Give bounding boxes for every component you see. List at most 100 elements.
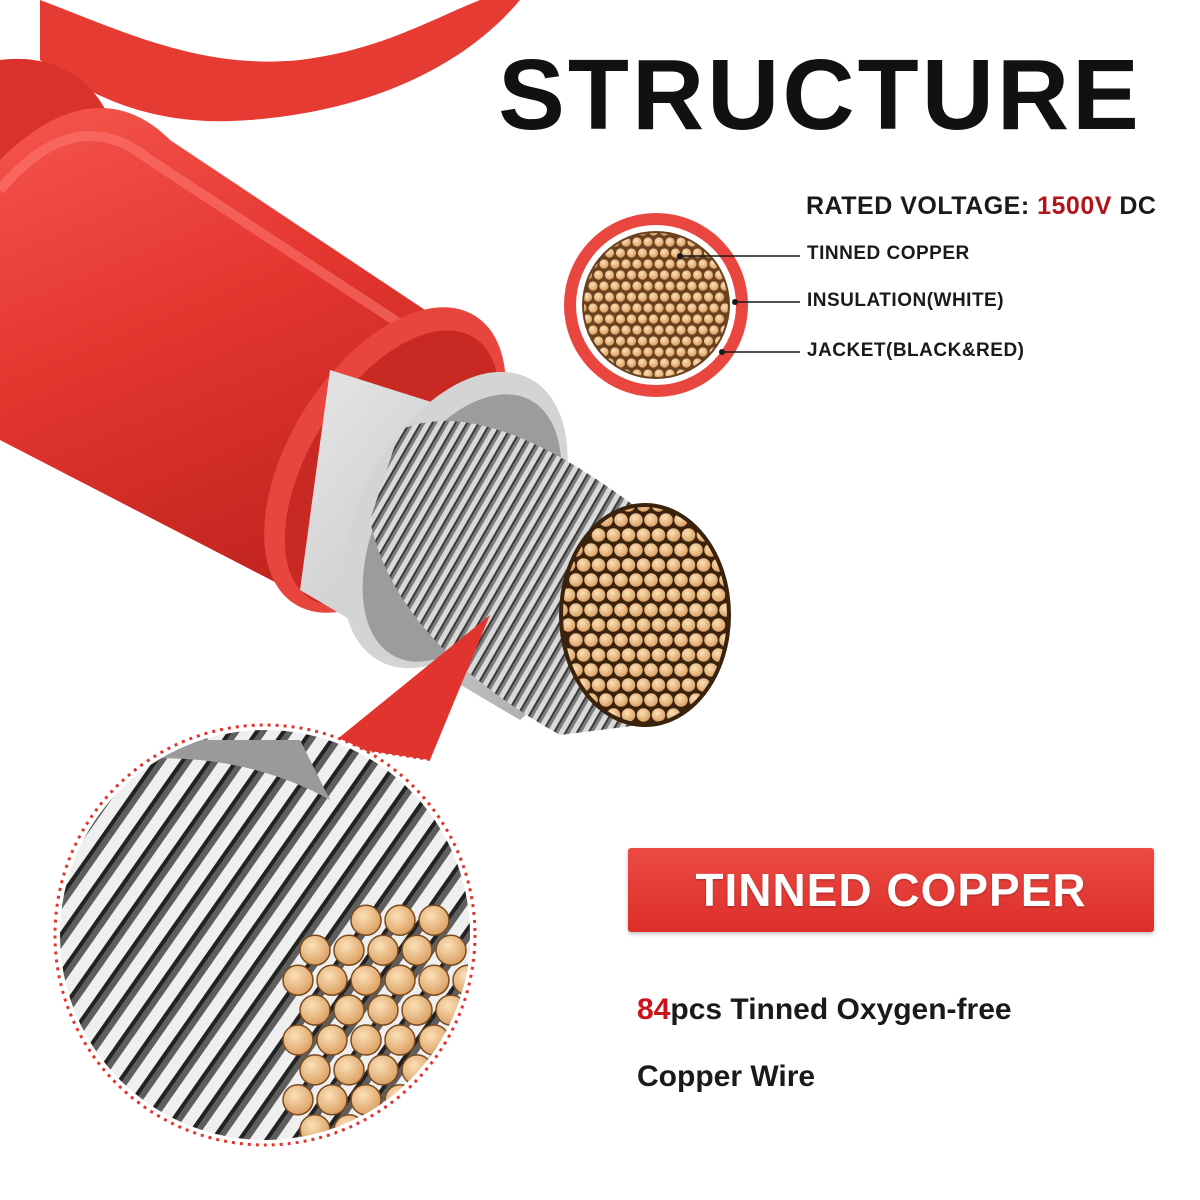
copper-strand (709, 303, 719, 313)
copper-strand (689, 663, 703, 677)
copper-strand-zoomed (367, 1054, 399, 1086)
copper-strand (615, 358, 626, 368)
copper-strand (689, 603, 703, 617)
copper-strand (644, 693, 658, 707)
copper-strand-zoomed (401, 1114, 433, 1140)
copper-strand (709, 325, 719, 335)
copper-strand (674, 603, 688, 617)
copper-strand (709, 281, 719, 291)
copper-strand (696, 648, 711, 662)
copper-strand (676, 281, 686, 291)
copper-strand (654, 281, 664, 291)
rated-voltage: RATED VOLTAGE: 1500V DC (806, 192, 1156, 221)
copper-strand (591, 618, 606, 632)
copper-strand-zoomed (384, 1024, 416, 1056)
copper-strand (644, 603, 658, 617)
copper-strand (606, 588, 621, 602)
copper-strand (643, 259, 653, 269)
copper-strand (643, 347, 653, 357)
copper-strand (676, 237, 686, 247)
description-line-1: 84pcs Tinned Oxygen-free (637, 993, 1012, 1027)
copper-strand (637, 314, 648, 324)
copper-strand (687, 325, 697, 335)
copper-strand (648, 292, 659, 302)
copper-strand (588, 303, 598, 313)
copper-strand (714, 314, 725, 324)
rated-voltage-unit: DC (1119, 192, 1157, 220)
copper-strand-zoomed (282, 964, 314, 996)
copper-strand (636, 588, 651, 602)
copper-strand (681, 292, 692, 302)
copper-strand (626, 248, 637, 258)
copper-strand (659, 292, 670, 302)
copper-strand (651, 588, 666, 602)
copper-strand (644, 633, 658, 647)
copper-strand-zoomed (282, 1084, 314, 1116)
copper-strand (621, 259, 631, 269)
copper-strand (606, 528, 621, 542)
zoom-magnifier-circle (53, 723, 517, 1175)
copper-strand (614, 573, 628, 587)
copper-strand (643, 237, 653, 247)
copper-strand-zoomed (435, 1054, 467, 1086)
copper-strand (666, 558, 681, 572)
copper-strand (719, 603, 727, 617)
copper-strand-zoomed (418, 964, 450, 996)
copper-strand-zoomed (452, 1024, 470, 1056)
copper-strand (615, 270, 626, 280)
copper-strand (696, 558, 711, 572)
copper-strand (681, 588, 696, 602)
copper-strand-zoomed (299, 934, 331, 966)
copper-strand (711, 618, 726, 632)
copper-strand-zoomed (385, 1145, 415, 1175)
copper-strand (698, 281, 708, 291)
copper-strand (591, 528, 606, 542)
copper-strand (576, 588, 591, 602)
copper-strand (632, 259, 642, 269)
copper-strand (599, 633, 613, 647)
copper-strand (674, 693, 688, 707)
copper-strand (648, 358, 659, 368)
copper-strand (604, 292, 615, 302)
copper-strand (576, 648, 591, 662)
copper-strand (651, 708, 666, 722)
copper-strand (704, 603, 718, 617)
copper-strand (599, 603, 613, 617)
tinned-copper-banner: TINNED COPPER (628, 848, 1154, 932)
copper-strand (632, 281, 642, 291)
copper-strand (629, 573, 643, 587)
rated-voltage-value: 1500V (1037, 192, 1112, 220)
copper-strand (615, 292, 626, 302)
copper-strand (689, 573, 703, 587)
copper-strand (599, 693, 613, 707)
copper-strand (704, 633, 718, 647)
copper-strand (665, 303, 675, 313)
copper-strand (614, 633, 628, 647)
copper-strand (599, 663, 613, 677)
description-line-1-text: pcs Tinned Oxygen-free (670, 993, 1012, 1026)
copper-strand (681, 270, 692, 280)
copper-strand (666, 678, 681, 692)
copper-strand (676, 303, 686, 313)
copper-strand (659, 336, 670, 346)
copper-strand (606, 648, 621, 662)
copper-strand-zoomed (316, 964, 348, 996)
copper-strand (696, 618, 711, 632)
copper-strand (687, 281, 697, 291)
copper-strand (584, 633, 598, 647)
copper-strand (569, 573, 583, 587)
copper-strand (626, 336, 637, 346)
copper-strand-zoomed (487, 1025, 517, 1055)
copper-strand-zoomed (418, 904, 450, 937)
banner-text: TINNED COPPER (695, 864, 1087, 916)
copper-strand (629, 513, 643, 527)
copper-strand (610, 281, 620, 291)
copper-strand (584, 663, 598, 677)
copper-strand (576, 558, 591, 572)
copper-strand (648, 270, 659, 280)
copper-strand (636, 708, 651, 722)
copper-strand-zoomed (419, 1145, 449, 1175)
copper-strand (648, 314, 659, 324)
copper-strand (714, 292, 725, 302)
